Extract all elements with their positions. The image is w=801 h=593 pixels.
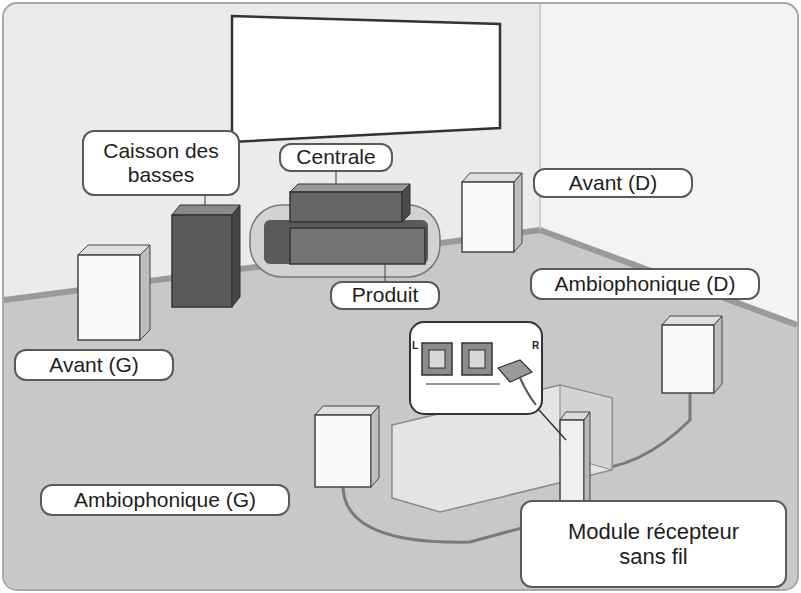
callout-box: Module récepteur sans fil <box>520 500 787 588</box>
surround-left-speaker <box>315 415 371 487</box>
center-speaker-top <box>290 184 410 192</box>
outer-frame <box>3 3 798 590</box>
floor <box>4 232 797 589</box>
front-left-speaker-side <box>140 245 150 340</box>
cable-plug <box>498 360 532 382</box>
callout-text: Avant (D) <box>569 171 657 195</box>
callout-box: Produit <box>330 281 440 310</box>
surround-right-speaker-side <box>714 316 722 393</box>
callout-text: Module récepteur sans fil <box>552 519 755 570</box>
socket-opening <box>429 350 445 368</box>
callout-text: Ambiophonique (G) <box>74 488 256 512</box>
center-speaker <box>290 192 402 222</box>
socket-label: L <box>412 340 418 351</box>
callout-text: Avant (G) <box>49 353 138 377</box>
front-right-speaker-side <box>514 173 522 252</box>
front-right-speaker-top <box>462 173 522 182</box>
callout-box: Avant (D) <box>533 168 693 198</box>
callout-box: Ambiophonique (D) <box>530 268 760 300</box>
callout-box: Ambiophonique (G) <box>40 484 290 516</box>
stand-shelf <box>264 220 428 264</box>
callout-text: Ambiophonique (D) <box>555 272 736 296</box>
surround-left-speaker-top <box>315 406 379 415</box>
callout-text: Produit <box>352 283 419 307</box>
callout-text: Centrale <box>296 145 375 169</box>
center-speaker-side <box>402 184 410 222</box>
callout-box: Avant (G) <box>14 349 174 381</box>
front-right-speaker <box>462 182 514 252</box>
cable <box>520 378 536 405</box>
callout-text: Caisson des basses <box>90 139 232 187</box>
surround-right-speaker-top <box>662 316 722 325</box>
socket-label: R <box>532 340 539 351</box>
leader-line <box>204 195 205 206</box>
leader-line <box>384 264 385 281</box>
socket-opening <box>469 350 485 368</box>
front-left-speaker <box>78 255 140 340</box>
speaker-socket <box>462 343 492 375</box>
speaker-socket <box>422 343 452 375</box>
fine-print-mark <box>426 383 500 385</box>
subwoofer-top <box>172 205 240 215</box>
tv-screen <box>232 16 500 142</box>
callout-box: Caisson des basses <box>82 130 240 196</box>
surround-left-speaker-side <box>371 406 379 487</box>
callout-box: Centrale <box>279 143 393 172</box>
inset-callout <box>410 322 542 414</box>
front-left-speaker-top <box>78 245 150 255</box>
subwoofer-side <box>232 205 240 307</box>
product-unit <box>290 228 425 264</box>
subwoofer <box>172 215 232 307</box>
leader-line <box>335 171 336 185</box>
surround-right-speaker <box>662 325 714 393</box>
